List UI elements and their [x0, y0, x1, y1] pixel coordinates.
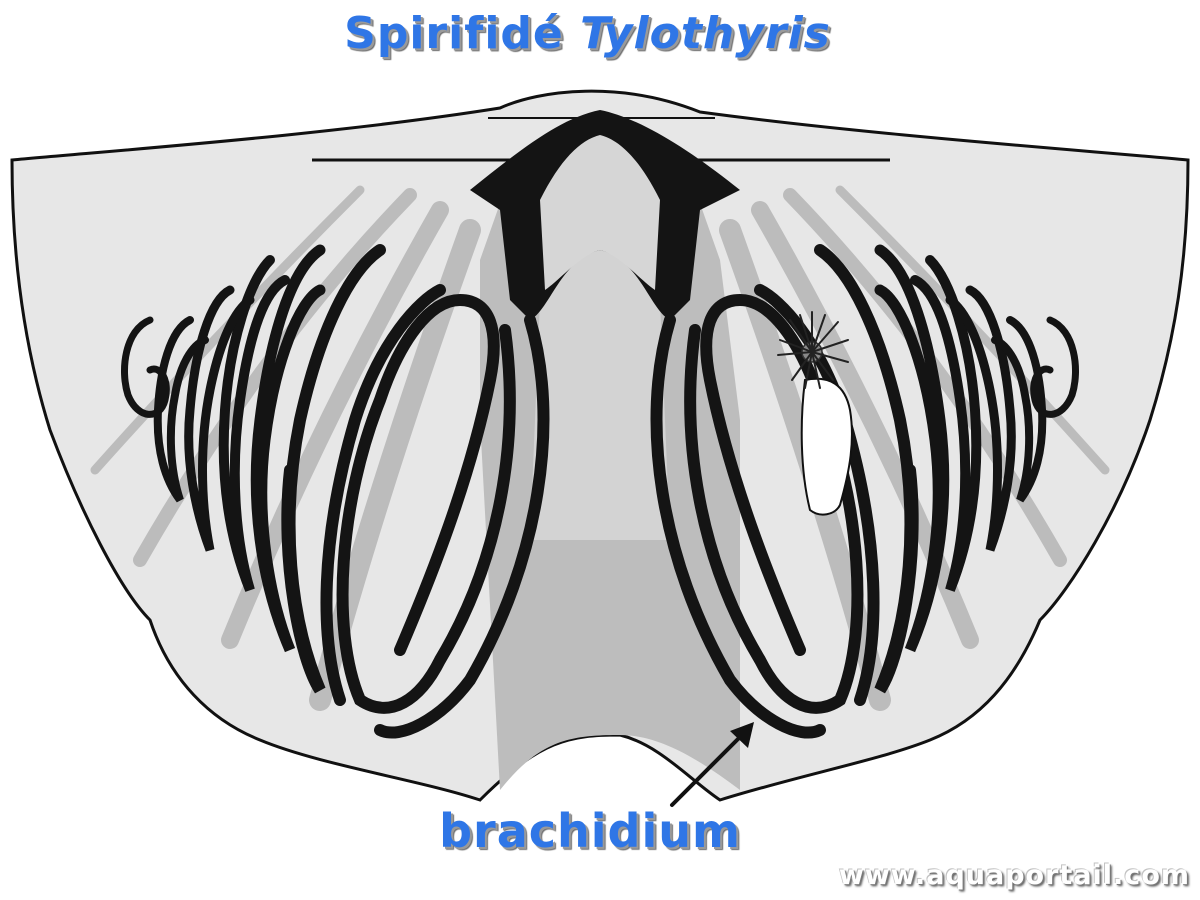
title-genus: Tylothyris	[580, 8, 831, 59]
arrow-icon	[670, 722, 754, 807]
page-title: Spirifidé Tylothyris	[0, 8, 1175, 59]
title-prefix: Spirifidé	[344, 8, 564, 59]
left-brachidium	[121, 244, 550, 739]
lophophore-icon	[777, 311, 853, 516]
median-band-light	[530, 187, 670, 540]
brachidium-label: brachidium	[439, 804, 741, 858]
beak-inner	[540, 135, 660, 290]
watermark: www.aquaportail.com	[838, 860, 1190, 891]
